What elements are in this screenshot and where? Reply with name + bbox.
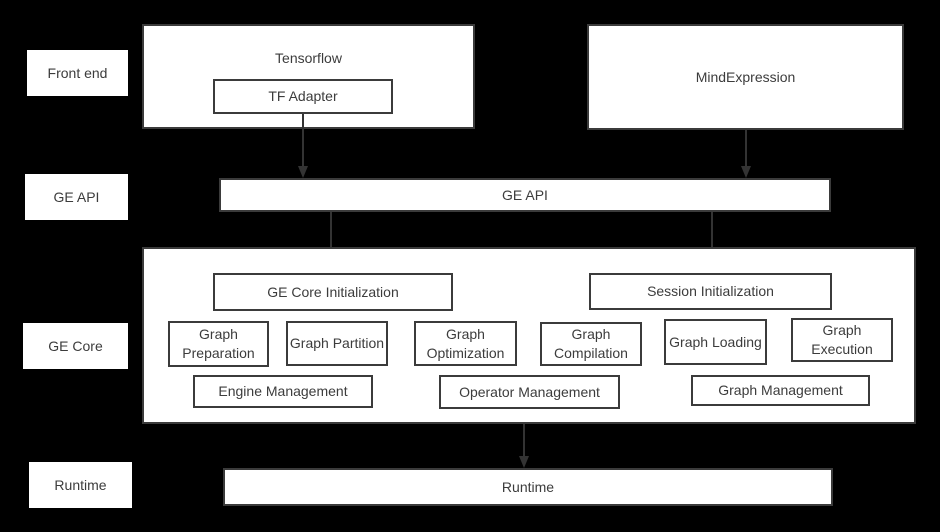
tensorflow-box: Tensorflow TF Adapter	[142, 24, 475, 129]
ge-core-initialization-box: GE Core Initialization	[213, 273, 453, 311]
arrow-tf-adapter-to-ge-api	[297, 114, 309, 178]
rail-label-front-end: Front end	[27, 50, 128, 96]
tensorflow-label: Tensorflow	[275, 50, 342, 66]
rail-label-ge-api: GE API	[25, 174, 128, 220]
runtime-bar: Runtime	[223, 468, 833, 506]
operator-management-box: Operator Management	[439, 375, 620, 409]
graph-optimization-box: Graph Optimization	[414, 321, 517, 366]
arrow-down-icon	[741, 166, 751, 178]
graph-management-box: Graph Management	[691, 375, 870, 406]
graph-compilation-box: Graph Compilation	[540, 322, 642, 366]
ge-api-bar: GE API	[219, 178, 831, 212]
graph-preparation-box: Graph Preparation	[168, 321, 269, 367]
mindexpression-box: MindExpression	[587, 24, 904, 130]
ge-core-box: GE Core Initialization Session Initializ…	[142, 247, 916, 424]
arrow-down-icon	[519, 456, 529, 468]
graph-loading-box: Graph Loading	[664, 319, 767, 365]
session-initialization-box: Session Initialization	[589, 273, 832, 310]
arrow-ge-core-to-runtime	[518, 424, 530, 468]
graph-partition-box: Graph Partition	[286, 321, 388, 366]
tf-adapter-box: TF Adapter	[213, 79, 393, 114]
rail-label-runtime: Runtime	[29, 462, 132, 508]
arrow-mindexpression-to-ge-api	[740, 130, 752, 178]
graph-execution-box: Graph Execution	[791, 318, 893, 362]
arrow-down-icon	[298, 166, 308, 178]
rail-label-ge-core: GE Core	[23, 323, 128, 369]
engine-management-box: Engine Management	[193, 375, 373, 408]
